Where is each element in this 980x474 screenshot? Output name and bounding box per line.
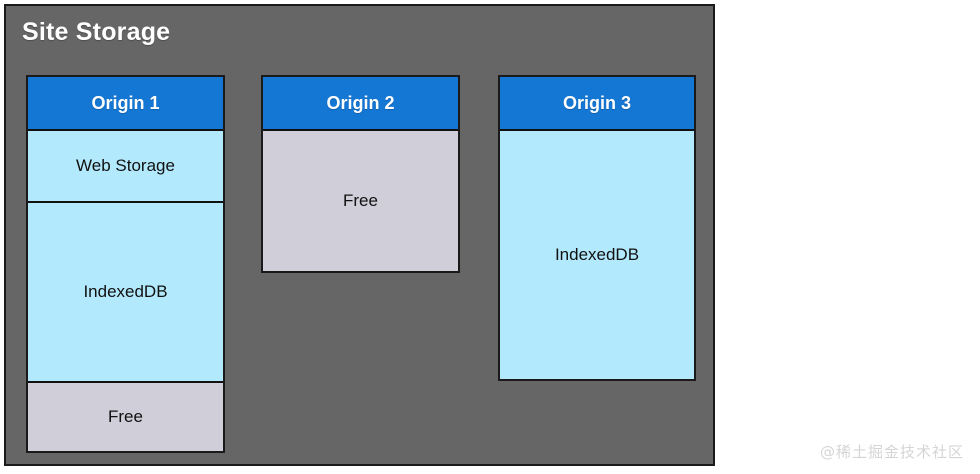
origin-column-2: Origin 2 Free: [261, 75, 460, 273]
origin-1-block-indexeddb: IndexedDB: [28, 203, 223, 383]
origin-1-block-free: Free: [28, 383, 223, 451]
origin-1-header: Origin 1: [28, 77, 223, 131]
origin-column-3: Origin 3 IndexedDB: [498, 75, 696, 381]
origin-column-1: Origin 1 Web Storage IndexedDB Free: [26, 75, 225, 453]
origin-3-header: Origin 3: [500, 77, 694, 131]
site-storage-panel: Site Storage Origin 1 Web Storage Indexe…: [4, 4, 715, 466]
origin-3-block-indexeddb: IndexedDB: [500, 131, 694, 379]
page-title: Site Storage: [22, 18, 171, 46]
origin-1-block-web-storage: Web Storage: [28, 131, 223, 203]
watermark-text: @稀土掘金技术社区: [819, 443, 964, 461]
origin-2-header: Origin 2: [263, 77, 458, 131]
origin-2-block-free: Free: [263, 131, 458, 271]
